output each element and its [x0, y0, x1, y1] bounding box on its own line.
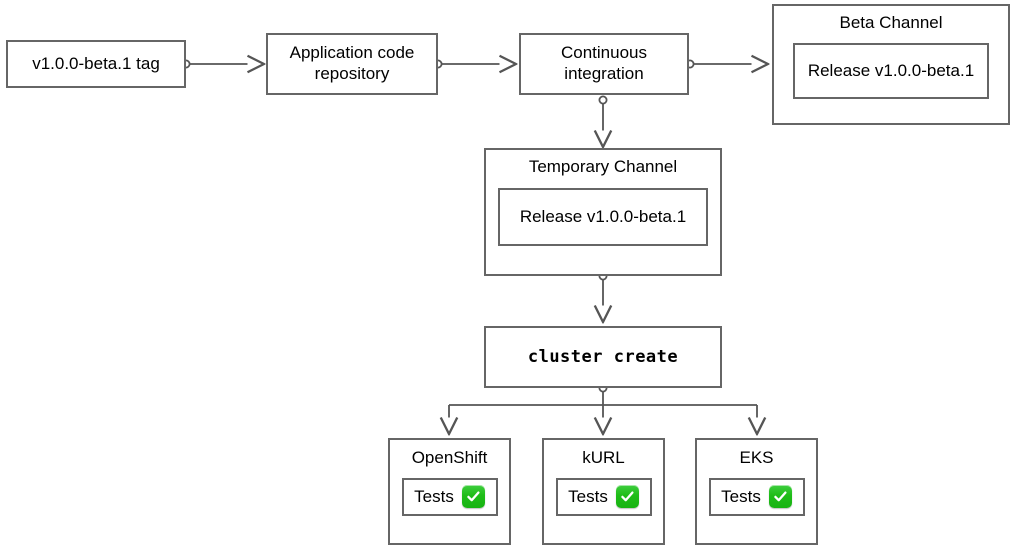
- group-openshift-title: OpenShift: [411, 448, 488, 467]
- openshift-tests-label: Tests: [414, 486, 454, 506]
- eks-tests-label: Tests: [721, 486, 761, 506]
- openshift-tests-box[interactable]: Tests: [401, 477, 498, 516]
- group-kurl-title: kURL: [582, 448, 625, 467]
- group-openshift[interactable]: OpenShift Tests: [388, 438, 511, 545]
- node-cluster-create-label: cluster create: [527, 346, 679, 367]
- node-application-code-repository-label-line2: repository: [314, 64, 390, 83]
- temporary-channel-release-label: Release v1.0.0-beta.1: [519, 206, 687, 226]
- group-temporary-channel-title: Temporary Channel: [528, 157, 678, 176]
- group-kurl[interactable]: kURL Tests: [542, 438, 665, 545]
- group-eks-title: EKS: [739, 448, 774, 467]
- group-beta-channel[interactable]: Beta Channel Release v1.0.0-beta.1: [772, 4, 1010, 125]
- check-mark-button-icon: [615, 485, 639, 509]
- node-continuous-integration-label-line2: integration: [564, 64, 644, 83]
- node-application-code-repository[interactable]: Application code repository: [266, 33, 438, 95]
- check-mark-button-icon: [768, 485, 792, 509]
- beta-channel-release-label: Release v1.0.0-beta.1: [807, 60, 975, 80]
- kurl-tests-box[interactable]: Tests: [555, 477, 652, 516]
- eks-tests-box[interactable]: Tests: [708, 477, 805, 516]
- node-continuous-integration[interactable]: Continuous integration: [519, 33, 689, 95]
- group-eks[interactable]: EKS Tests: [695, 438, 818, 545]
- node-application-code-repository-label-line1: Application code: [289, 43, 415, 63]
- group-beta-channel-title: Beta Channel: [839, 13, 943, 32]
- edge-source-dot: [598, 95, 608, 105]
- beta-channel-release-box[interactable]: Release v1.0.0-beta.1: [793, 42, 989, 99]
- check-mark-button-icon: [461, 485, 485, 509]
- kurl-tests-label: Tests: [568, 486, 608, 506]
- temporary-channel-release-box[interactable]: Release v1.0.0-beta.1: [498, 187, 708, 246]
- node-version-tag[interactable]: v1.0.0-beta.1 tag: [6, 40, 186, 88]
- node-continuous-integration-label-line1: Continuous: [560, 43, 647, 63]
- node-cluster-create[interactable]: cluster create: [484, 326, 722, 388]
- group-temporary-channel[interactable]: Temporary Channel Release v1.0.0-beta.1: [484, 148, 722, 276]
- node-version-tag-label: v1.0.0-beta.1 tag: [32, 53, 160, 73]
